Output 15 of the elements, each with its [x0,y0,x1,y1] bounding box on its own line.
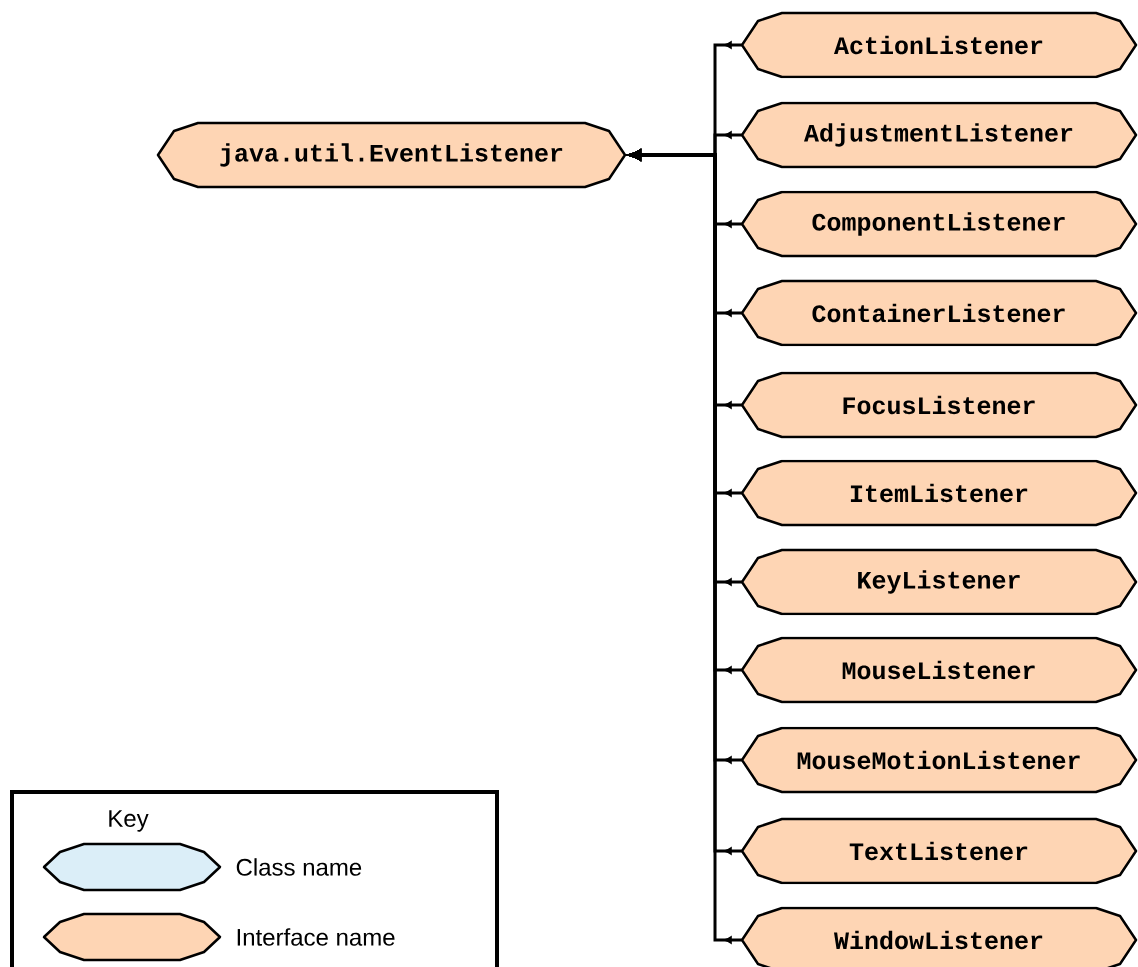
interface-box: FocusListener [740,371,1138,439]
legend-title: Key [109,810,149,832]
interface-box: ComponentListener [740,190,1138,258]
interface-box: KeyListener [740,548,1138,616]
interface-box: ItemListener [740,459,1138,527]
interface-box: java.util.EventListener [156,121,627,189]
interface-box: WindowListener [740,906,1138,967]
legend-text: Class name [236,858,362,876]
interface-box: TextListener [740,817,1138,885]
interface-box: ActionListener [740,11,1138,79]
legend-text: Interface name [237,928,395,946]
interface-box: AdjustmentListener [740,101,1138,169]
interface-box: MouseMotionListener [740,726,1138,794]
interface-box: ContainerListener [740,279,1138,347]
interface-box: MouseListener [740,636,1138,704]
